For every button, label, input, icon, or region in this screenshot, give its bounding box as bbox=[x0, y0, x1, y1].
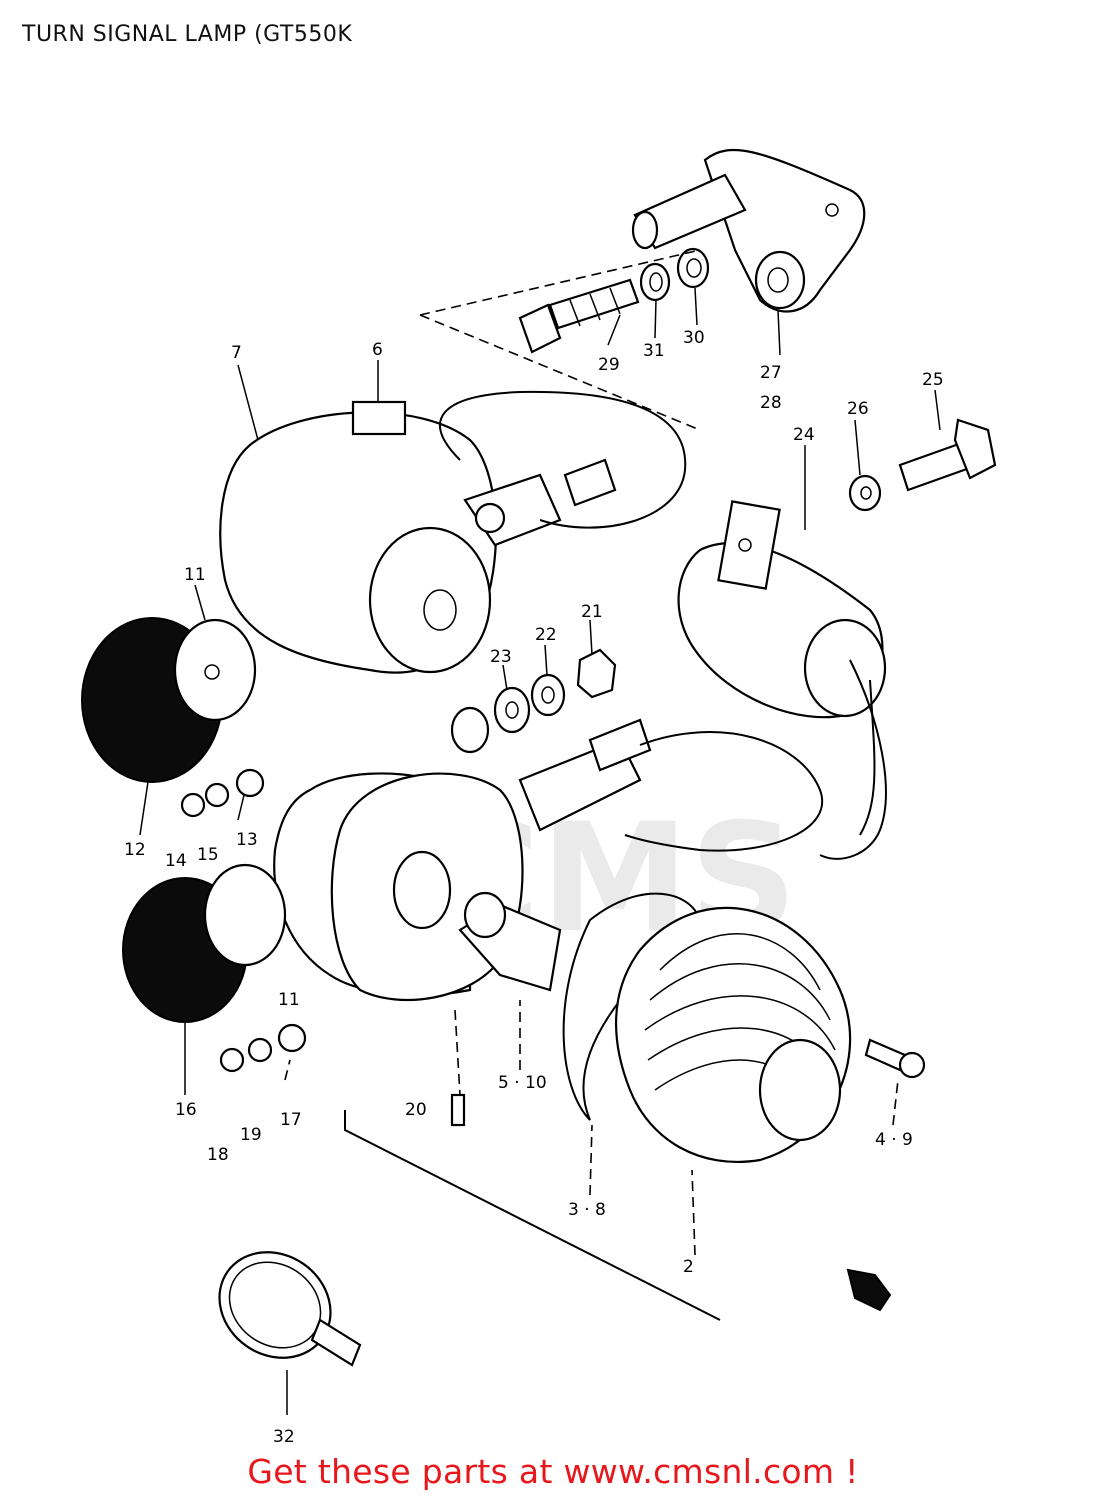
callout-16: 16 bbox=[175, 1100, 197, 1120]
callout-23: 23 bbox=[490, 647, 512, 667]
washer-31 bbox=[639, 262, 671, 302]
callout-2: 2 bbox=[683, 1257, 694, 1277]
leader-lines bbox=[139, 287, 941, 1415]
callout-15: 15 bbox=[197, 845, 219, 865]
screw-20 bbox=[450, 1009, 466, 1127]
callout-17: 17 bbox=[280, 1110, 302, 1130]
callout-21: 21 bbox=[581, 602, 603, 622]
callout-25: 25 bbox=[922, 370, 944, 390]
nut-21 bbox=[576, 648, 617, 699]
washer-26 bbox=[848, 474, 882, 512]
nut-17 bbox=[277, 1023, 307, 1053]
mounting-bracket bbox=[631, 148, 866, 313]
callout-22: 22 bbox=[535, 625, 557, 645]
lens-2 bbox=[614, 906, 852, 1163]
callout-28: 28 bbox=[760, 393, 782, 413]
callout-7: 7 bbox=[231, 343, 242, 363]
callout-29: 29 bbox=[598, 355, 620, 375]
clamp-32 bbox=[218, 1251, 362, 1367]
lamp-housing-upper bbox=[219, 400, 617, 674]
page-title: TURN SIGNAL LAMP (GT550K bbox=[22, 22, 353, 47]
rim-3-8 bbox=[562, 892, 702, 1121]
washer-19 bbox=[247, 1037, 273, 1063]
callout-5-10: 5 · 10 bbox=[498, 1073, 547, 1093]
callout-31: 31 bbox=[643, 341, 665, 361]
nut-13 bbox=[235, 768, 265, 798]
gasket-11-upper bbox=[173, 618, 257, 722]
callout-14: 14 bbox=[165, 851, 187, 871]
callout-11-upper: 11 bbox=[184, 565, 206, 585]
washer-18 bbox=[219, 1047, 245, 1073]
washer-23 bbox=[493, 686, 531, 734]
alignment-line bbox=[419, 249, 701, 431]
flasher-relay-24 bbox=[677, 500, 887, 860]
washer-22 bbox=[530, 673, 566, 717]
bulb-5-10 bbox=[458, 891, 562, 992]
callout-13: 13 bbox=[236, 830, 258, 850]
callout-24: 24 bbox=[793, 425, 815, 445]
washer-30 bbox=[676, 247, 710, 289]
washer-15 bbox=[204, 782, 230, 808]
washer-14 bbox=[180, 792, 206, 818]
callout-20: 20 bbox=[405, 1100, 427, 1120]
callout-11-lower: 11 bbox=[278, 990, 300, 1010]
callout-4-9: 4 · 9 bbox=[875, 1130, 913, 1150]
callout-6: 6 bbox=[372, 340, 383, 360]
callout-18: 18 bbox=[207, 1145, 229, 1165]
wire-upper bbox=[439, 390, 687, 529]
assembly-bracket bbox=[344, 1110, 721, 1321]
bolt-29 bbox=[518, 278, 640, 354]
callout-3-8: 3 · 8 bbox=[568, 1200, 606, 1220]
gasket-11-lower bbox=[203, 863, 287, 967]
footer-link[interactable]: Get these parts at www.cmsnl.com ! bbox=[247, 1452, 859, 1491]
callout-26: 26 bbox=[847, 399, 869, 419]
screw-4-9 bbox=[864, 1038, 926, 1079]
callout-19: 19 bbox=[240, 1125, 262, 1145]
lamp-body-lower bbox=[273, 718, 824, 1002]
direction-arrow-icon bbox=[846, 1268, 892, 1312]
callout-27: 27 bbox=[760, 363, 782, 383]
callout-30: 30 bbox=[683, 328, 705, 348]
washer-plain bbox=[450, 706, 490, 754]
callout-32: 32 bbox=[273, 1427, 295, 1447]
bolt-25 bbox=[898, 418, 997, 492]
callout-12: 12 bbox=[124, 840, 146, 860]
